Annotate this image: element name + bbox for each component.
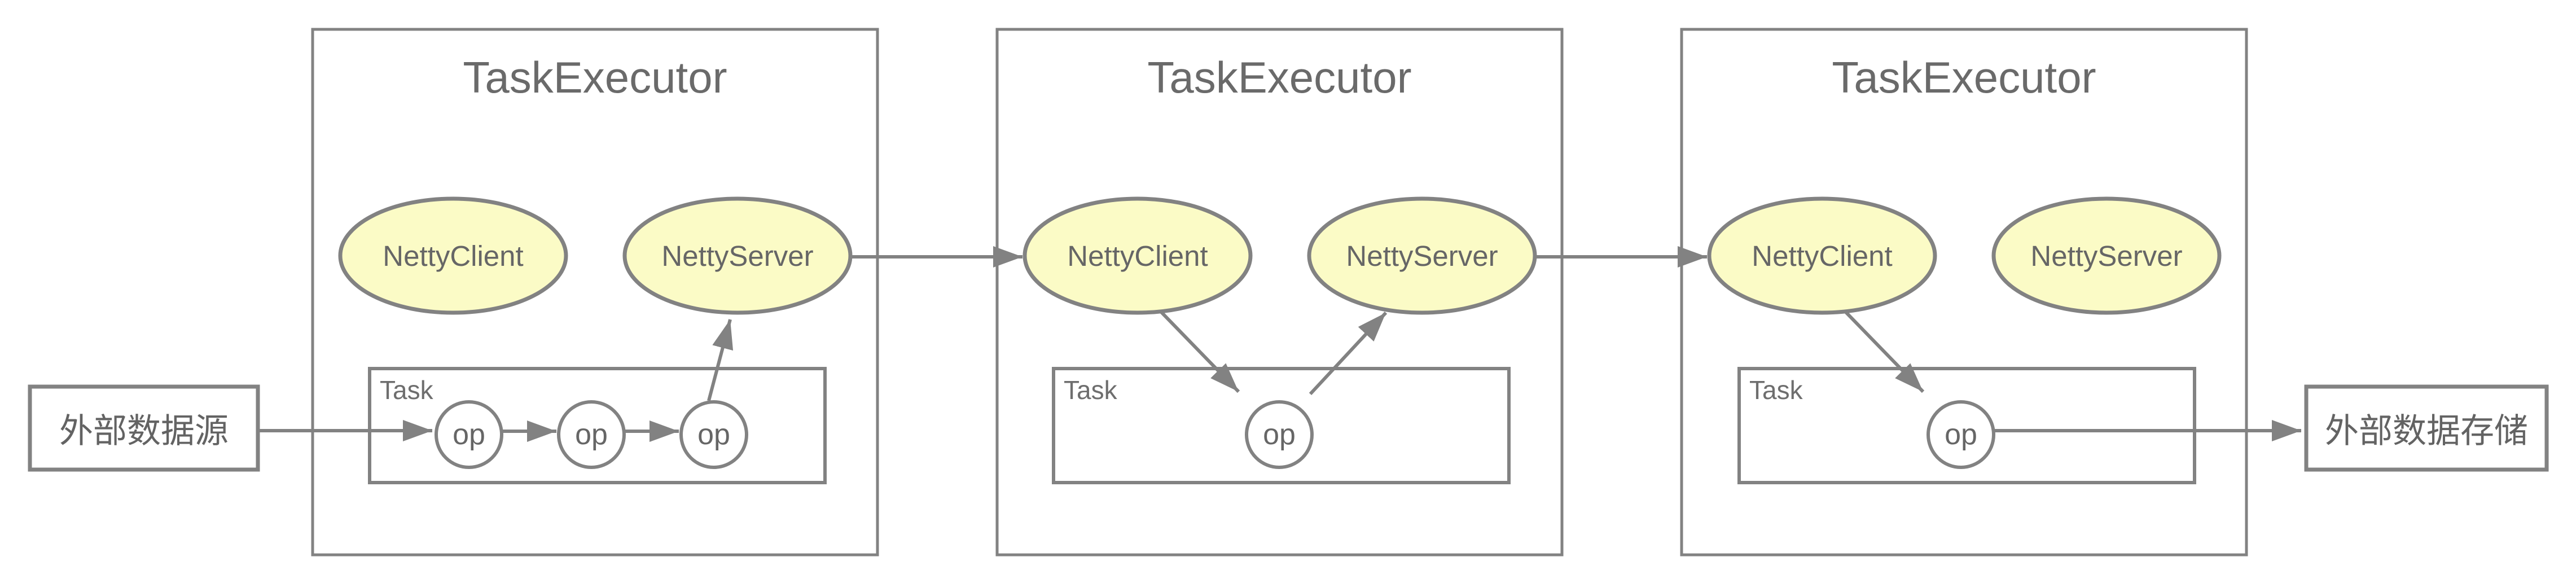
arrow-op-to-nettyserver2 — [1309, 311, 1388, 396]
task-executor-1-nettyclient-label: NettyClient — [383, 239, 524, 272]
external-sink-label: 外部数据存储 — [2325, 412, 2528, 450]
arrow-nettyclient2-to-op — [1159, 310, 1240, 393]
task-executor-1-title: TaskExecutor — [463, 52, 727, 102]
task-executor-1-op-3-label: op — [697, 418, 730, 451]
task-executor-2-task-label: Task — [1064, 375, 1117, 405]
task-executor-3-nettyserver-ellipse — [1991, 196, 2222, 315]
task-executor-1-op-3-circle — [679, 400, 748, 469]
task-executor-1-task-label: Task — [380, 375, 433, 405]
task-executor-2-nettyclient-ellipse — [1022, 196, 1253, 315]
task-executor-1-op-2-label: op — [575, 418, 608, 451]
task-executor-3-nettyclient-ellipse — [1707, 196, 1937, 315]
task-executor-3-op-1-label: op — [1945, 418, 1977, 451]
task-executor-2-nettyclient-label: NettyClient — [1067, 239, 1208, 272]
external-source-box — [28, 384, 260, 472]
task-executor-1-nettyclient-ellipse — [338, 196, 568, 315]
external-source-label: 外部数据源 — [59, 412, 229, 450]
task-executor-1-op-2-circle — [557, 400, 626, 469]
task-executor-3-task-label: Task — [1749, 375, 1803, 405]
task-executor-1-op-1-circle — [435, 400, 503, 469]
task-executor-2-nettyserver-label: NettyServer — [1346, 239, 1498, 272]
task-executor-3-op-1-circle — [1926, 400, 1995, 469]
task-executor-2-op-1-circle — [1245, 400, 1314, 469]
task-executor-1-nettyserver-label: NettyServer — [661, 239, 814, 272]
task-executor-3-nettyserver-label: NettyServer — [2030, 239, 2183, 272]
arrow-op3-to-nettyserver1 — [707, 319, 734, 401]
task-executor-3-nettyclient-label: NettyClient — [1752, 239, 1893, 272]
external-sink-box — [2304, 384, 2549, 472]
arrow-nettyclient3-to-op — [1844, 310, 1925, 393]
task-executor-2-title: TaskExecutor — [1147, 52, 1412, 102]
task-executor-1-op-1-label: op — [453, 418, 485, 451]
task-executor-3-title: TaskExecutor — [1832, 52, 2096, 102]
task-executor-2-op-1-label: op — [1263, 418, 1296, 451]
